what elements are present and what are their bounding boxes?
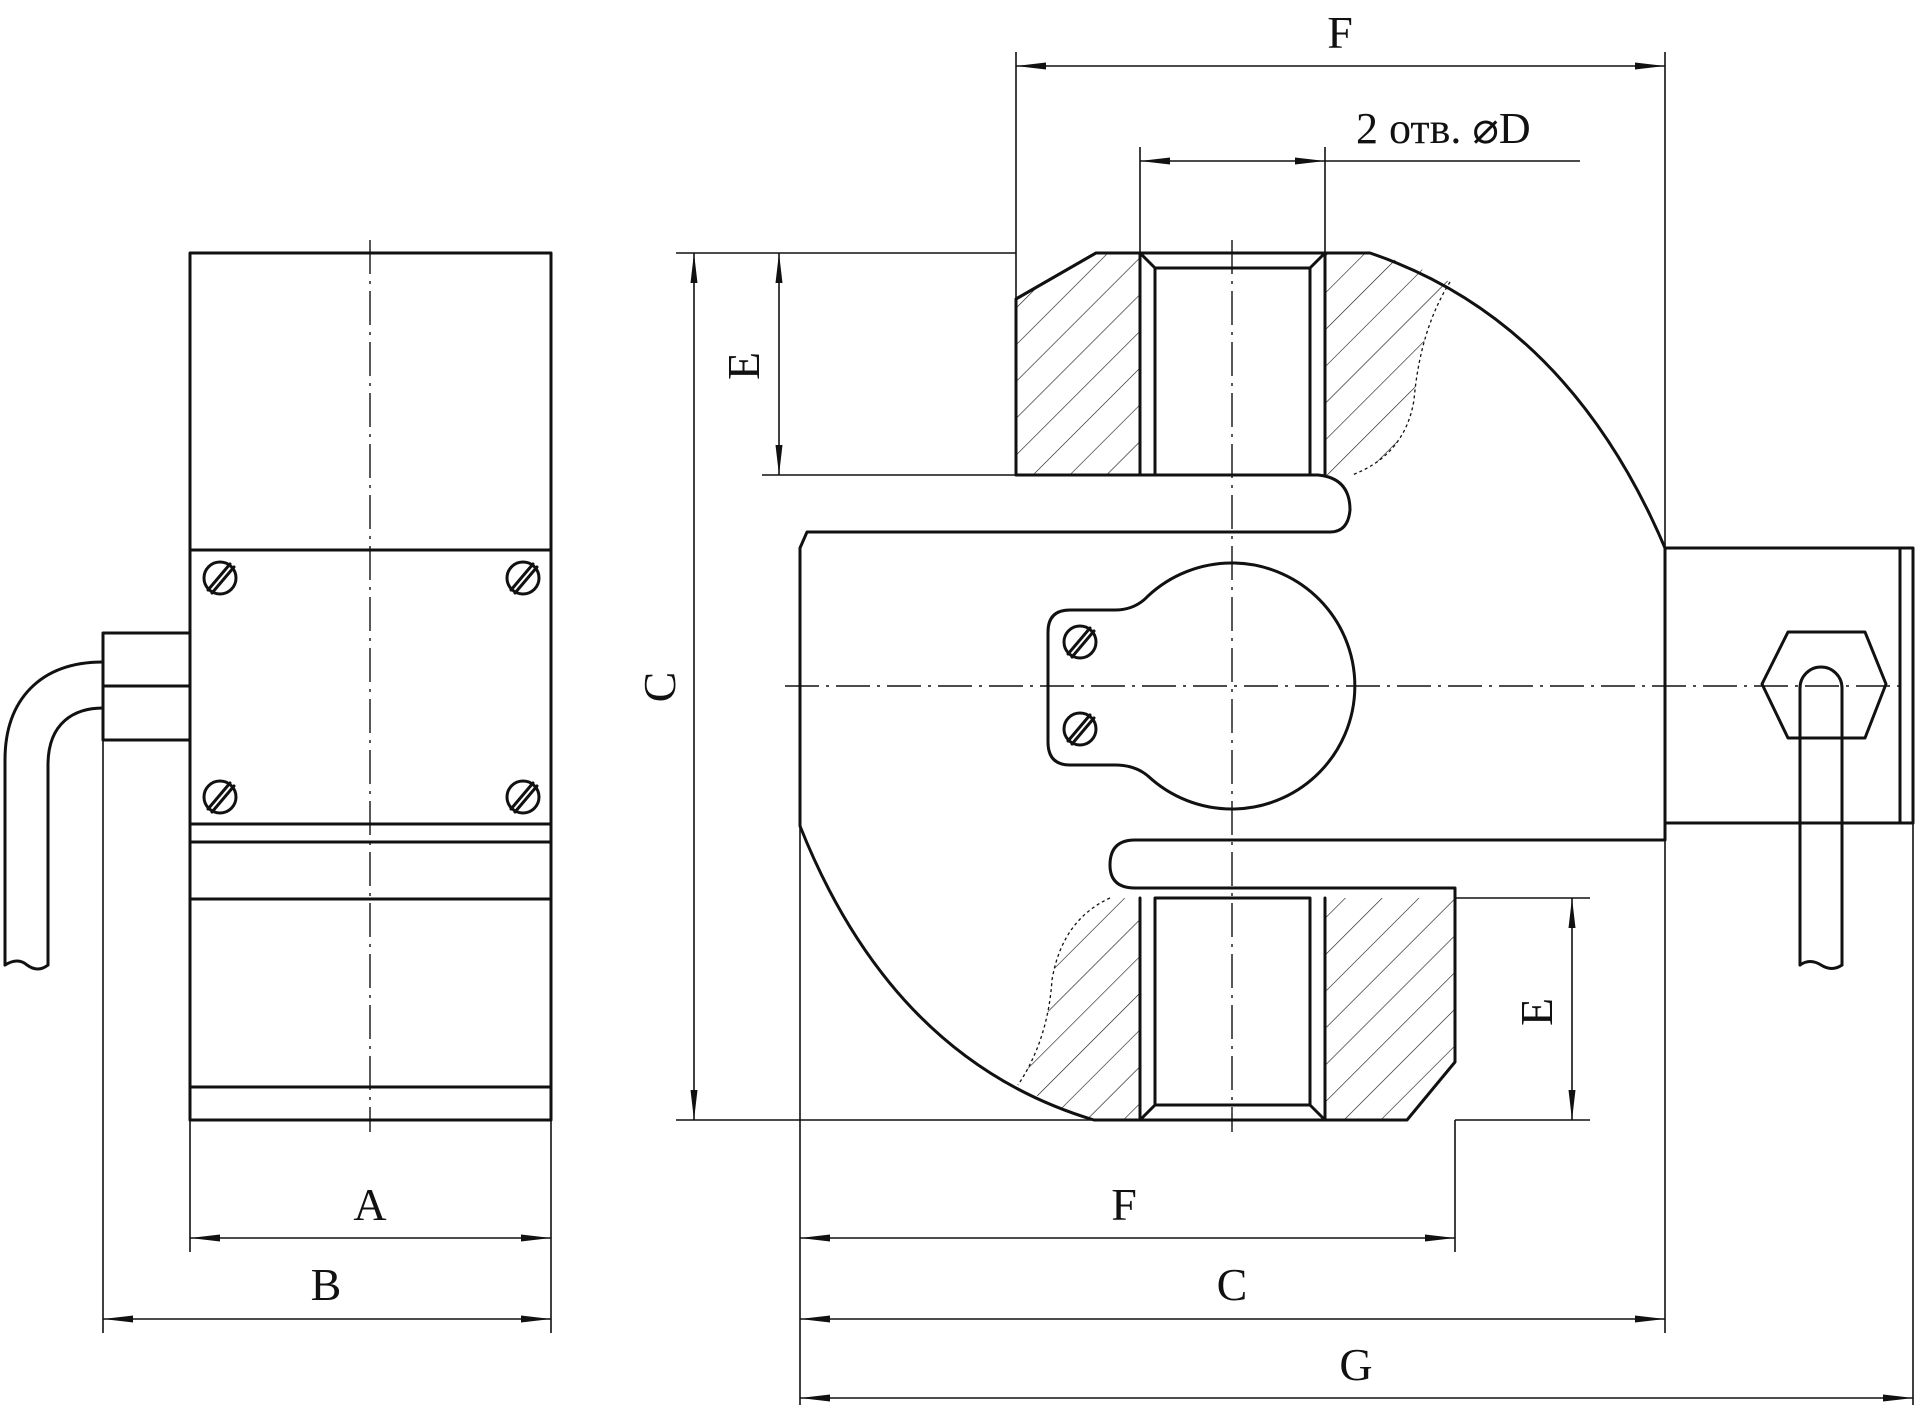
connector [1663, 546, 1915, 970]
dim-label-e-bottom: E [1511, 998, 1562, 1026]
break-line [1017, 897, 1111, 1086]
dim-label-g: G [1339, 1339, 1372, 1390]
dim-label-c-bottom: C [1217, 1259, 1248, 1310]
screw-icon [505, 779, 541, 815]
break-line [1351, 281, 1451, 476]
dim-label-c-vertical: C [634, 672, 685, 703]
bore-bottom [1153, 896, 1312, 1107]
side-view [3, 240, 553, 1132]
section-hatching [1016, 253, 1455, 1120]
body-outline [798, 251, 1667, 1122]
dim-label-f-top: F [1327, 7, 1353, 58]
screw-icon [202, 779, 238, 815]
dim-label-a: A [353, 1179, 386, 1230]
dim-label-f-bottom: F [1111, 1179, 1137, 1230]
dim-label-b: B [311, 1259, 342, 1310]
screw-icon [202, 560, 238, 596]
screw-icon [1062, 624, 1098, 660]
dim-label-e-top: E [718, 352, 769, 380]
cable-gland [101, 631, 192, 742]
dim-label-holes-note: 2 отв. ⌀D [1356, 104, 1531, 153]
screw-icon [505, 560, 541, 596]
dimensions: F 2 отв. ⌀D C E E A B F C G [102, 7, 1914, 1405]
cable [3, 660, 105, 967]
screw-icon [1062, 711, 1098, 747]
center-window [1046, 561, 1357, 811]
front-view [785, 240, 1915, 1132]
